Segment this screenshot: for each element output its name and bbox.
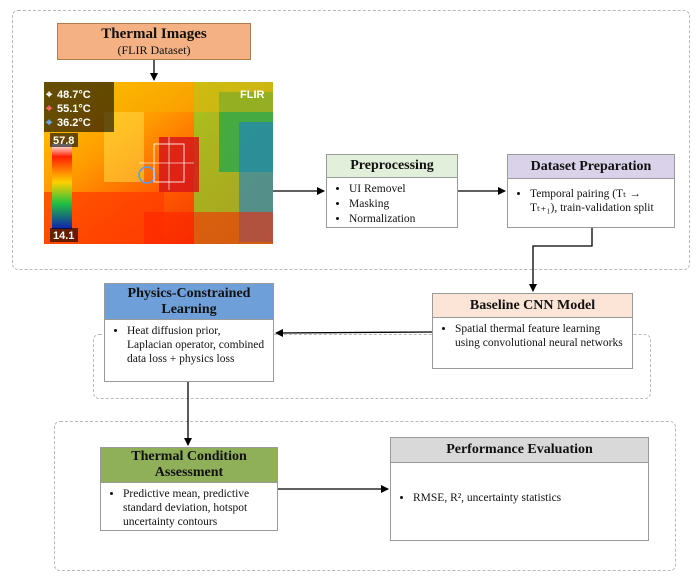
physics-constrained-box: Physics-Constrained Learning Heat diffus… (104, 283, 274, 382)
scale-min: 14.1 (53, 230, 75, 242)
thermal-images-subtitle: (FLIR Dataset) (117, 43, 191, 57)
reading-1: 48.7°C (57, 89, 91, 101)
baseline-cnn-title: Baseline CNN Model (433, 294, 632, 318)
thermal-condition-title-line2: Assessment (154, 465, 224, 480)
thermal-image-graphic (44, 82, 273, 244)
thermal-condition-box: Thermal Condition Assessment Predictive … (100, 447, 278, 531)
list-item: Heat diffusion prior, Laplacian operator… (127, 324, 267, 366)
preprocessing-list: UI Removel Masking Normalization (327, 178, 457, 226)
reading-3-icon: ⌖ (46, 117, 53, 129)
list-item: RMSE, R², uncertainty statistics (413, 491, 642, 505)
physics-title-line2: Learning (161, 301, 217, 317)
thermal-images-box: Thermal Images (FLIR Dataset) (57, 23, 251, 60)
dataset-preparation-list: Temporal pairing (Tₜ → Tₜ₊₁), train-vali… (508, 179, 674, 215)
thermal-condition-title-line1: Thermal Condition (131, 449, 247, 464)
reading-2-icon: ⌖ (46, 103, 53, 115)
list-item: Predictive mean, predictive standard dev… (123, 487, 271, 529)
preprocessing-title: Preprocessing (327, 155, 457, 178)
physics-constrained-list: Heat diffusion prior, Laplacian operator… (105, 320, 273, 366)
list-item: Spatial thermal feature learning using c… (455, 322, 626, 350)
reading-3: 36.2°C (57, 117, 91, 129)
performance-evaluation-title: Performance Evaluation (391, 438, 648, 463)
thermal-images-title: Thermal Images (101, 26, 207, 42)
list-item: Temporal pairing (Tₜ → Tₜ₊₁), train-vali… (530, 187, 668, 215)
group-learning (93, 334, 651, 399)
performance-evaluation-box: Performance Evaluation RMSE, R², uncerta… (390, 437, 649, 541)
thermal-image: 48.7°C 55.1°C 36.2°C ⌖ ⌖ ⌖ FLIR 57.8 14.… (44, 82, 273, 244)
performance-evaluation-list: RMSE, R², uncertainty statistics (391, 463, 648, 505)
list-item: Normalization (349, 212, 451, 226)
baseline-cnn-list: Spatial thermal feature learning using c… (433, 318, 632, 350)
physics-constrained-title: Physics-Constrained Learning (105, 284, 273, 320)
arrow-dataset-to-baseline (529, 228, 593, 292)
reading-1-icon: ⌖ (46, 89, 53, 101)
thermal-condition-title: Thermal Condition Assessment (101, 448, 277, 483)
flir-brand: FLIR (240, 89, 265, 101)
list-item: Masking (349, 197, 451, 211)
arrow-baseline-to-physics (275, 328, 433, 337)
list-item: UI Removel (349, 182, 451, 196)
preprocessing-box: Preprocessing UI Removel Masking Normali… (326, 154, 458, 228)
group-data-pipeline (12, 10, 690, 270)
physics-title-line1: Physics-Constrained (127, 285, 251, 301)
dataset-preparation-box: Dataset Preparation Temporal pairing (Tₜ… (507, 154, 675, 228)
group-evaluation (54, 421, 676, 571)
baseline-cnn-box: Baseline CNN Model Spatial thermal featu… (432, 293, 633, 369)
thermal-condition-list: Predictive mean, predictive standard dev… (101, 483, 277, 529)
reading-2: 55.1°C (57, 103, 91, 115)
scale-max: 57.8 (53, 135, 75, 147)
dataset-preparation-title: Dataset Preparation (508, 155, 674, 179)
